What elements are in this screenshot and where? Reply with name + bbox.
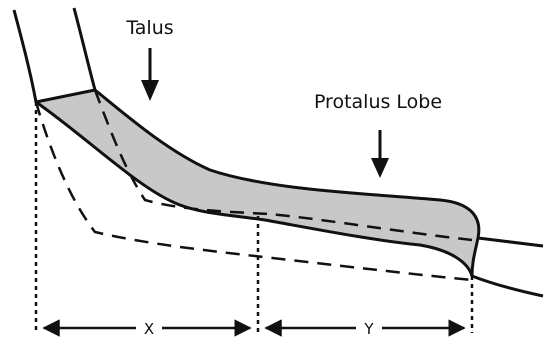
rock-wall-left-line	[14, 10, 36, 102]
dimension-x-label: X	[144, 320, 154, 338]
protalus-lobe-label: Protalus Lobe	[314, 91, 442, 113]
protalus-lobe-pointer-arrow	[371, 130, 389, 178]
dimension-y-label: Y	[363, 320, 374, 338]
ground-base-line	[472, 276, 543, 296]
talus-label: Talus	[125, 17, 173, 39]
ground-surface-line	[478, 238, 543, 246]
rock-wall-right-line	[74, 8, 95, 90]
talus-pointer-arrow	[141, 48, 159, 101]
